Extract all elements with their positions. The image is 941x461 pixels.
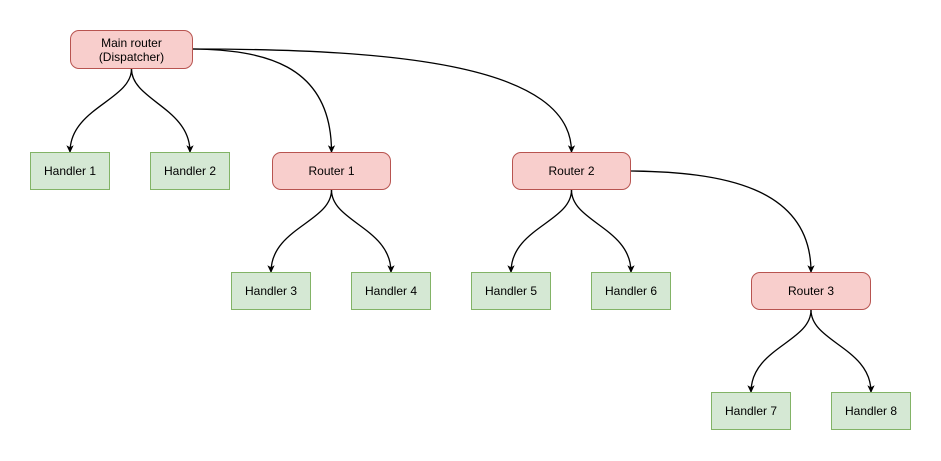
node-label-handler-8: Handler 8: [844, 404, 898, 418]
edge-main-router-1: [192, 48, 336, 154]
node-label-router-1: Router 1: [308, 164, 355, 178]
edge-router-2-router-3: [630, 170, 815, 274]
node-handler-3[interactable]: Handler 3: [231, 272, 311, 310]
node-label-handler-2: Handler 2: [163, 164, 217, 178]
node-label-main-router: Main router (Dispatcher): [98, 35, 165, 64]
node-handler-6[interactable]: Handler 6: [591, 272, 671, 310]
node-handler-1[interactable]: Handler 1: [30, 152, 110, 190]
node-label-handler-5: Handler 5: [484, 284, 538, 298]
node-router-1[interactable]: Router 1: [272, 152, 391, 190]
edges-group: [66, 48, 875, 394]
node-main-router[interactable]: Main router (Dispatcher): [70, 30, 193, 69]
node-label-router-3: Router 3: [787, 284, 835, 298]
edge-main-router-2: [192, 48, 576, 154]
edge-main-handler-1: [66, 68, 133, 154]
node-label-router-2: Router 2: [548, 164, 595, 178]
edge-router-2-handler-5: [507, 189, 573, 274]
node-handler-7[interactable]: Handler 7: [711, 392, 791, 430]
node-handler-2[interactable]: Handler 2: [150, 152, 230, 190]
node-router-2[interactable]: Router 2: [512, 152, 631, 190]
node-label-handler-6: Handler 6: [604, 284, 658, 298]
node-router-3[interactable]: Router 3: [751, 272, 871, 310]
node-label-handler-3: Handler 3: [244, 284, 298, 298]
node-handler-8[interactable]: Handler 8: [831, 392, 911, 430]
node-label-handler-7: Handler 7: [724, 404, 778, 418]
edge-router-2-handler-6: [570, 189, 635, 274]
edge-router-3-handler-8: [810, 309, 875, 394]
node-label-handler-4: Handler 4: [364, 284, 418, 298]
node-label-handler-1: Handler 1: [43, 164, 97, 178]
node-handler-4[interactable]: Handler 4: [351, 272, 431, 310]
node-handler-5[interactable]: Handler 5: [471, 272, 551, 310]
edge-router-1-handler-3: [267, 189, 333, 274]
edge-router-3-handler-7: [747, 309, 812, 394]
edge-main-handler-2: [130, 68, 194, 154]
edge-router-1-handler-4: [330, 189, 395, 274]
